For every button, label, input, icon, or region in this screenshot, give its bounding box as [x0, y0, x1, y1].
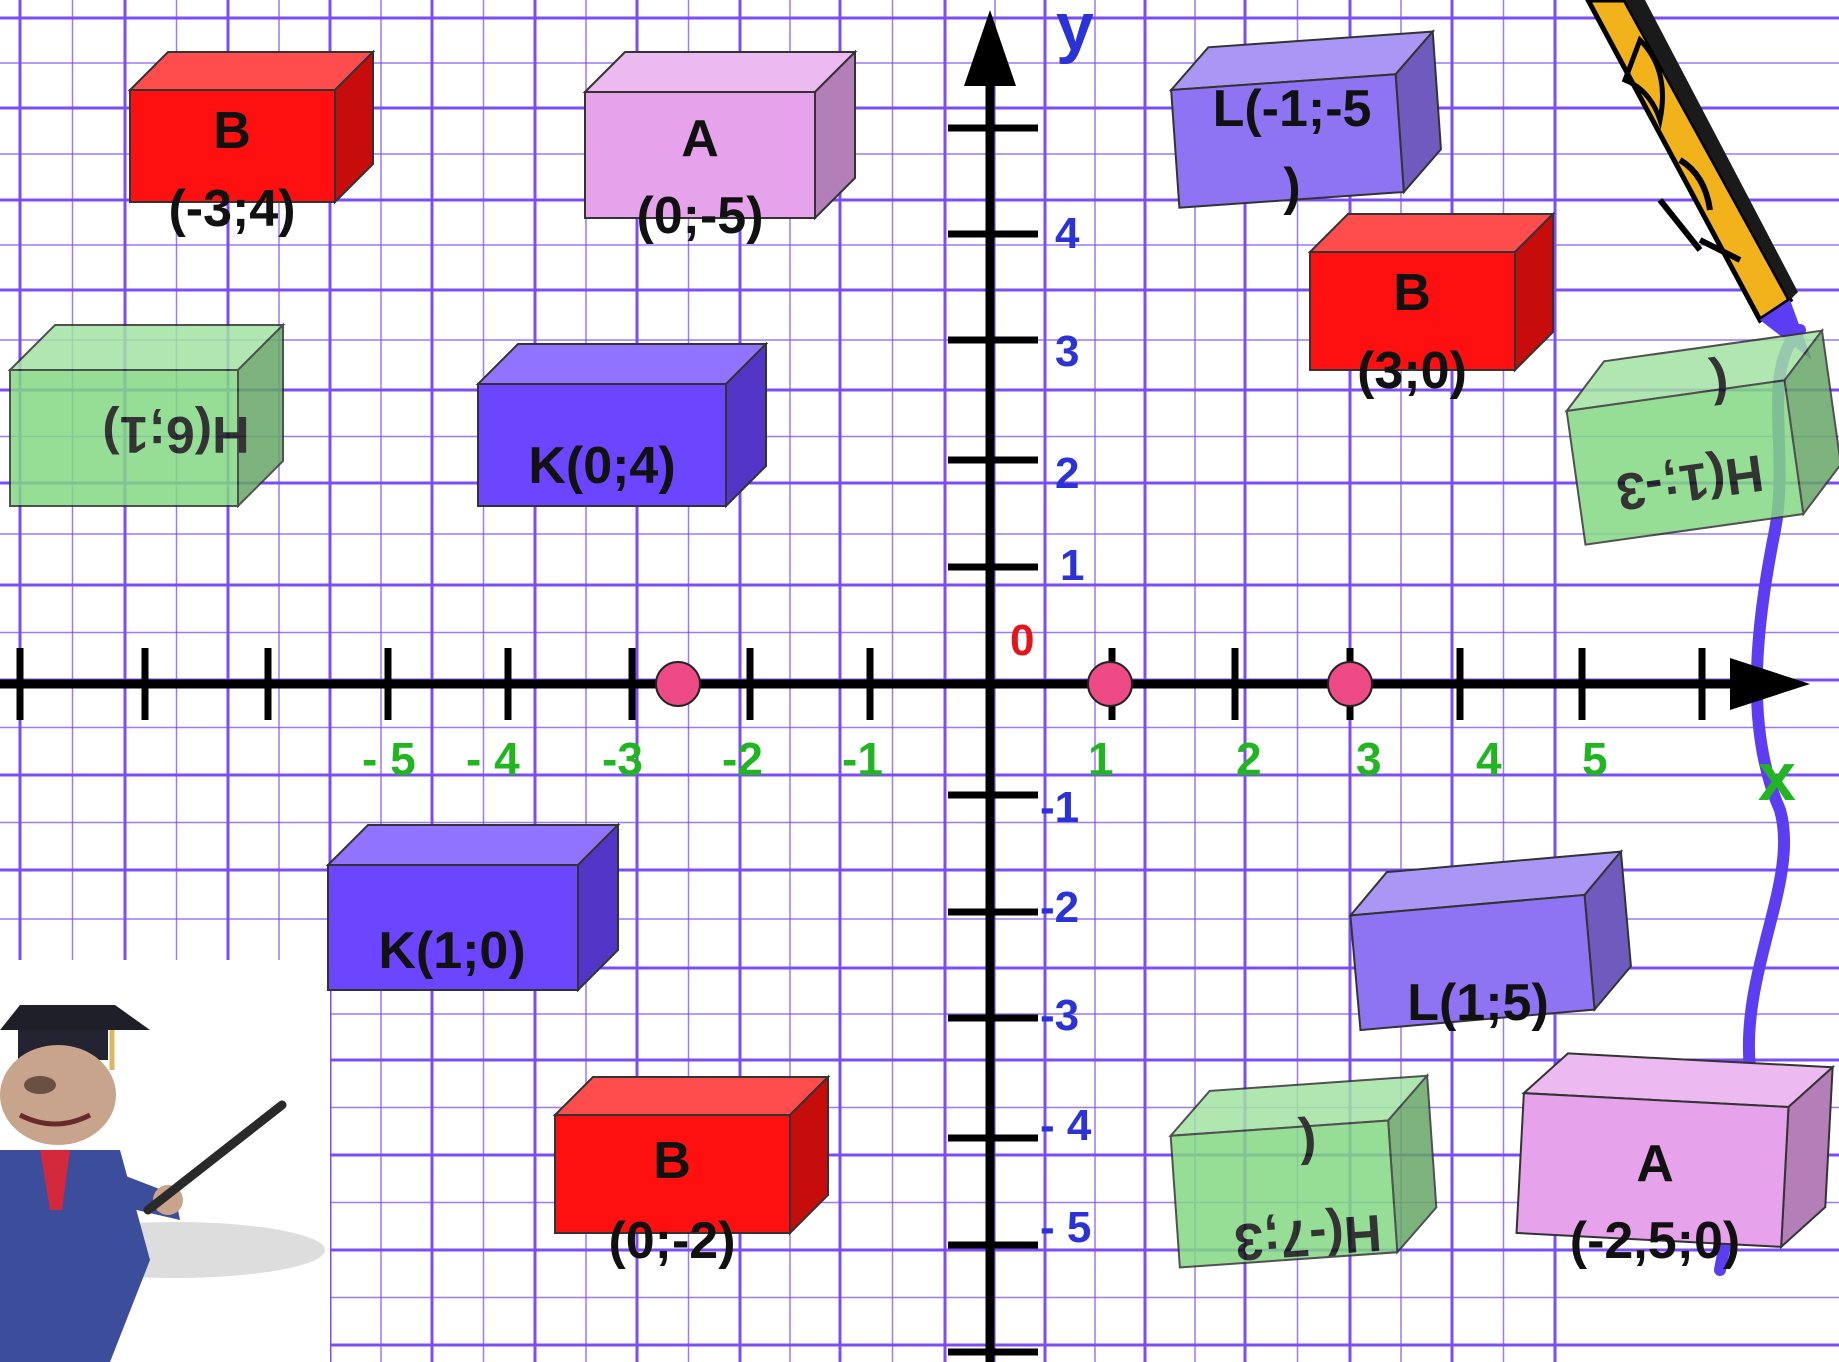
x-tick-label: 4: [1476, 733, 1502, 785]
block-front-face: [129, 89, 336, 203]
x-tick-label: 3: [1356, 733, 1382, 785]
y-tick-label: 2: [1055, 449, 1079, 498]
block-shape: [1168, 1073, 1438, 1269]
block-label: K(1;0): [378, 922, 525, 980]
block-shape: [1348, 849, 1632, 1032]
block-a-top: A (0;-5): [582, 49, 858, 245]
block-k-bottom: K(1;0): [325, 822, 621, 993]
block-label: (3;0): [1357, 342, 1467, 400]
points: [655, 661, 1373, 707]
block-top-face: [582, 51, 858, 93]
block-label: (-3;4): [168, 180, 295, 238]
block-shape: [1564, 328, 1839, 546]
block-front-face: [584, 91, 816, 219]
block-label: H(-7;3: [1232, 1203, 1383, 1271]
block-front-face: [1349, 893, 1596, 1032]
block-label: H(6;1): [102, 405, 249, 463]
block-front-face: [554, 1114, 791, 1234]
y-tick-label: - 5: [1040, 1203, 1091, 1252]
block-label: L(-1;-5: [1213, 80, 1372, 138]
point-marker: [1327, 661, 1373, 707]
x-tick-label: -3: [602, 733, 643, 785]
block-label: A: [681, 110, 719, 168]
x-tick-label: - 5: [362, 733, 416, 785]
block-shape: [127, 49, 376, 205]
block-a-bottom: A (-2,5;0): [1515, 1052, 1836, 1270]
block-shape: [325, 822, 621, 993]
block-shape: [475, 341, 769, 509]
x-tick-label: 5: [1582, 733, 1608, 785]
block-top-face: [127, 51, 376, 91]
block-front-face: [1170, 73, 1405, 209]
block-shape: [582, 49, 858, 221]
block-top-face: [325, 824, 621, 866]
x-axis-arrow: [1730, 658, 1810, 710]
x-tick-label: -2: [722, 733, 763, 785]
x-tick-label: 1: [1088, 733, 1114, 785]
block-front-face: [1515, 1092, 1790, 1248]
block-front-face: [9, 369, 239, 507]
block-b-top-left: B (-3;4): [127, 49, 376, 238]
block-top-face: [552, 1076, 831, 1116]
block-front-face: [477, 383, 727, 507]
block-h-right: (H(1;-3: [1564, 328, 1839, 546]
y-tick-label: -2: [1040, 883, 1079, 932]
block-shape: [7, 322, 286, 509]
block-l-top: L(-1;-5): [1168, 29, 1442, 216]
block-shape: [1515, 1052, 1836, 1250]
y-axis-name: y: [1056, 0, 1094, 65]
block-shape: [552, 1074, 831, 1236]
y-tick-label: -1: [1040, 783, 1079, 832]
block-shape: [1168, 29, 1442, 209]
block-label: ): [1283, 158, 1300, 216]
block-l-bottom: L(1;5): [1348, 849, 1632, 1032]
origin-label: 0: [1010, 616, 1034, 665]
x-tick-label: - 4: [466, 733, 520, 785]
block-label: (0;-2): [608, 1212, 735, 1270]
y-tick-label: - 4: [1040, 1101, 1092, 1150]
block-label: B: [1393, 264, 1431, 322]
point-marker: [655, 661, 701, 707]
point-marker: [1087, 661, 1133, 707]
block-label: A: [1636, 1135, 1674, 1193]
block-label: B: [213, 102, 251, 160]
block-top-face: [475, 343, 769, 385]
teacher-figure-icon: [0, 960, 330, 1362]
block-h-bottom: ( H(-7;3: [1168, 1073, 1438, 1271]
block-top-face: [1307, 213, 1556, 253]
y-axis-arrow: [964, 10, 1016, 86]
block-b-right: B (3;0): [1307, 211, 1556, 400]
block-b-bottom: B (0;-2): [552, 1074, 831, 1270]
block-label: B: [653, 1132, 691, 1190]
x-axis-name: x: [1758, 739, 1796, 815]
y-tick-label: -3: [1040, 991, 1079, 1040]
block-front-face: [1309, 251, 1516, 371]
block-shape: [1307, 211, 1556, 373]
y-tick-label: 4: [1055, 209, 1080, 258]
block-label: (: [1297, 1114, 1319, 1173]
axes: [0, 10, 1810, 1362]
block-front-face: [1169, 1119, 1399, 1269]
x-tick-label: -1: [842, 733, 883, 785]
block-h-left: H(6;1): [7, 322, 286, 509]
block-label: K(0;4): [528, 437, 675, 495]
x-tick-label: 2: [1236, 733, 1262, 785]
y-tick-label: 3: [1055, 327, 1079, 376]
block-top-face: [7, 324, 286, 371]
block-front-face: [1565, 379, 1805, 546]
block-label: (0;-5): [636, 187, 763, 245]
y-tick-label: 1: [1060, 541, 1084, 590]
block-label: (-2,5;0): [1570, 1212, 1740, 1270]
block-front-face: [327, 864, 579, 991]
block-k-top: K(0;4): [475, 341, 769, 509]
block-label: L(1;5): [1407, 974, 1549, 1032]
blocks: B (-3;4) A (0;-5) L(-1;-5) B (3;0) H(6;1) K(0;4)…: [7, 29, 1839, 1271]
